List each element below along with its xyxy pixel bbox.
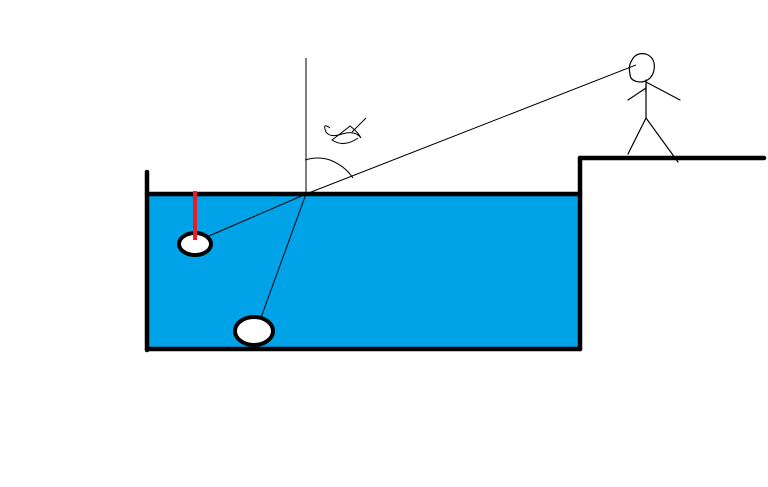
water-tank xyxy=(144,155,767,353)
figure-left-leg xyxy=(627,117,647,155)
coin-on-bottom xyxy=(233,315,275,347)
ray-to-eye xyxy=(305,64,637,195)
stick-figure xyxy=(627,53,681,163)
ray-to-apparent-coin xyxy=(194,193,307,243)
water-body xyxy=(147,194,580,349)
light-rays xyxy=(194,64,637,335)
figure-right-arm xyxy=(645,81,681,101)
angle-symbol-squiggle xyxy=(324,117,367,144)
ray-from-coin xyxy=(254,193,307,335)
angle-arcs xyxy=(304,117,367,179)
figure-head xyxy=(628,53,655,83)
figure-left-arm xyxy=(627,87,647,101)
figure-right-leg xyxy=(645,117,679,163)
refraction-angle-arc xyxy=(304,157,354,179)
